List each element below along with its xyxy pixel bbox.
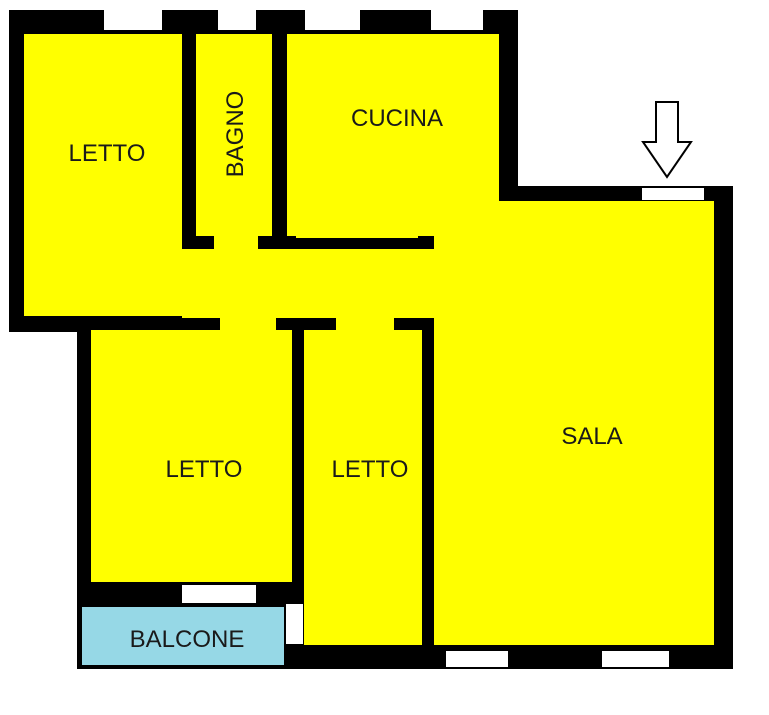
room-balcone bbox=[80, 605, 286, 667]
rooms bbox=[24, 34, 714, 645]
door-letto-bottom-left bbox=[220, 316, 276, 332]
window-sala-bottom-left bbox=[446, 651, 508, 667]
hallway bbox=[182, 249, 434, 318]
label-bagno: BAGNO bbox=[222, 91, 249, 178]
label-letto-bottom-left: LETTO bbox=[166, 456, 243, 483]
room-letto-bottom-mid bbox=[304, 330, 422, 645]
down-arrow-icon bbox=[641, 101, 693, 179]
room-letto-top bbox=[24, 34, 182, 316]
door-bagno bbox=[214, 234, 258, 251]
door-letto-bottom-mid bbox=[336, 316, 394, 332]
label-sala: SALA bbox=[561, 423, 622, 450]
window-sala-top bbox=[642, 188, 704, 200]
window-letto-bottom-left bbox=[182, 585, 256, 603]
room-letto-bottom-left bbox=[91, 330, 292, 582]
door-letto-top bbox=[180, 258, 186, 304]
label-letto-top: LETTO bbox=[69, 140, 146, 167]
door-cucina bbox=[296, 234, 418, 238]
balcony-door-gap bbox=[286, 604, 303, 644]
label-balcone: BALCONE bbox=[130, 626, 245, 653]
door-sala bbox=[420, 258, 436, 304]
windows bbox=[104, 10, 704, 667]
window-sala-bottom-right bbox=[602, 651, 669, 667]
label-cucina: CUCINA bbox=[351, 105, 443, 132]
room-sala bbox=[434, 201, 714, 645]
label-letto-bottom-mid: LETTO bbox=[332, 456, 409, 483]
door-sala-top bbox=[420, 206, 436, 232]
room-bagno bbox=[196, 34, 272, 236]
window-cucina-left bbox=[305, 10, 360, 30]
window-letto-top bbox=[104, 10, 162, 30]
window-cucina-right bbox=[431, 10, 483, 30]
window-bagno bbox=[218, 10, 256, 30]
